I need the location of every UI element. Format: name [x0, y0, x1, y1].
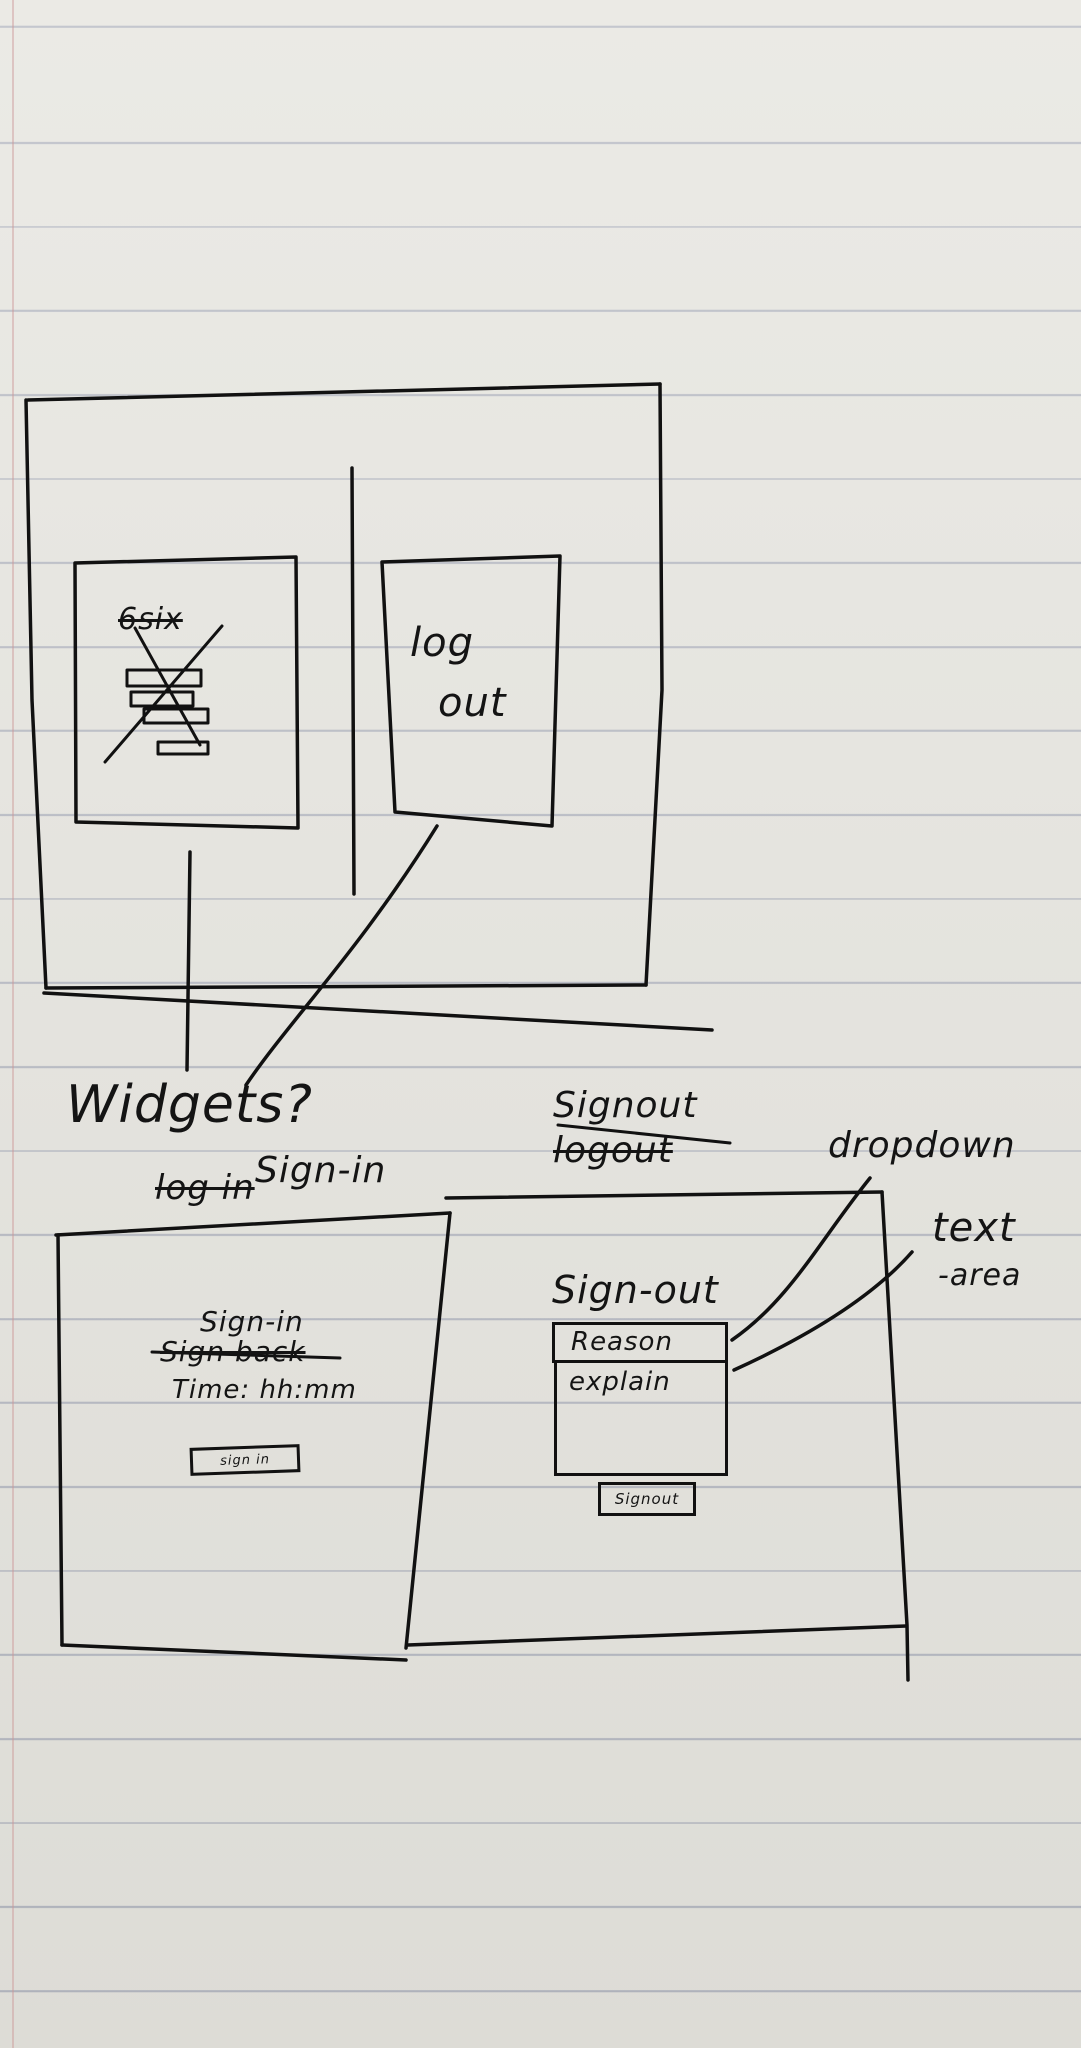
signout-button[interactable]: Signout: [598, 1482, 696, 1516]
logout-title-crossed: logout: [553, 1130, 673, 1171]
text-area-annotation-line1: text: [932, 1205, 1016, 1251]
login-title: Sign-in: [255, 1150, 387, 1191]
login-screen-frame: [54, 1211, 452, 1662]
logout-panel-label-line2: out: [438, 680, 507, 726]
reason-dropdown-value: Reason: [571, 1327, 673, 1357]
logout-panel-label-line1: log: [410, 620, 474, 666]
arrow-left-panel-to-widgets: [185, 850, 192, 1072]
crossed-out-widgets: [103, 624, 224, 764]
textarea-leader-line: [732, 1250, 914, 1372]
reason-dropdown[interactable]: Reason: [552, 1322, 728, 1363]
dropdown-annotation: dropdown: [828, 1125, 1016, 1166]
login-time-label: Time: hh:mm: [172, 1375, 357, 1405]
top-left-panel: [73, 555, 300, 830]
widgets-question-note: Widgets?: [66, 1075, 313, 1135]
sign-in-button[interactable]: sign in: [189, 1444, 301, 1476]
page-margin-line: [12, 0, 14, 2048]
text-area-annotation-line2: -area: [938, 1258, 1022, 1293]
logout-heading: Sign-out: [552, 1268, 719, 1312]
top-wireframe-frame: [24, 382, 714, 1032]
explain-textarea[interactable]: explain: [554, 1360, 728, 1476]
sign-in-button-label: sign in: [219, 1452, 271, 1469]
login-title-crossed: log in: [155, 1168, 255, 1208]
logout-title-strike: [556, 1123, 732, 1145]
signout-button-label: Signout: [614, 1490, 680, 1508]
arrow-right-panel-to-widgets: [244, 824, 439, 1087]
logout-screen-frame: [406, 1190, 910, 1682]
signback-strike: [150, 1350, 342, 1360]
login-heading-crossed: Sign back: [160, 1335, 306, 1368]
login-heading: Sign-in: [200, 1305, 304, 1338]
top-right-panel: [380, 554, 562, 828]
logout-title: Signout: [553, 1085, 698, 1126]
crossed-out-label: 6six: [118, 602, 183, 637]
explain-textarea-placeholder: explain: [569, 1367, 671, 1397]
dropdown-leader-line: [730, 1176, 872, 1342]
